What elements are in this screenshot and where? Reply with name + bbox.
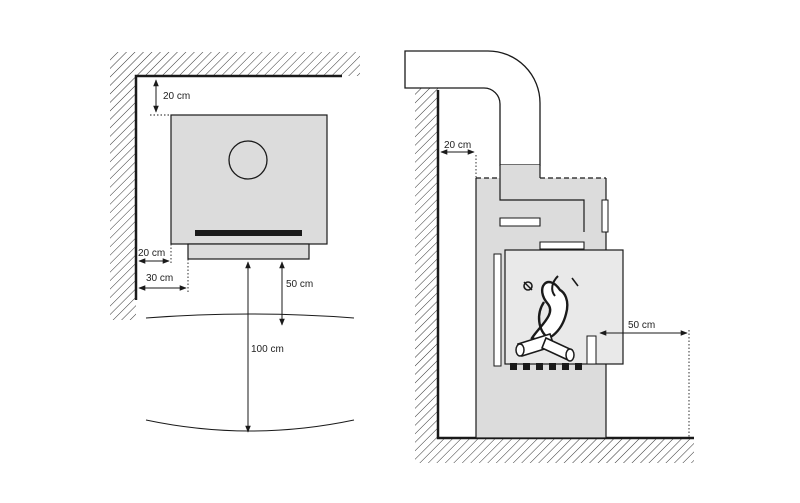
top-view-wall-edge xyxy=(134,74,342,300)
top-view-door-bar xyxy=(195,230,302,236)
top-view-back-label: 20 cm xyxy=(163,91,190,102)
side-view-baffle-right xyxy=(601,199,609,233)
side-view-flue-channel xyxy=(500,165,540,200)
top-view-side-inner-label: 20 cm xyxy=(138,248,165,259)
side-view-wall-edge xyxy=(436,90,694,440)
flame-icon xyxy=(523,275,579,342)
side-view-flue-channel-lines xyxy=(499,165,585,232)
top-view-flue-circle xyxy=(228,140,268,180)
top-view-front-near-label: 50 cm xyxy=(286,279,313,290)
side-view-door-handle xyxy=(586,335,597,365)
top-view-hearth-plate xyxy=(187,243,310,260)
top-view: 20 cm 20 cm 30 cm 50 cm 100 cm xyxy=(110,52,360,433)
logs-icon xyxy=(515,333,575,362)
top-view-arc-far xyxy=(145,419,355,432)
side-view-baffles xyxy=(499,217,585,250)
top-view-side-outer-label: 30 cm xyxy=(146,273,173,284)
side-view-firebox-back xyxy=(493,253,502,367)
top-view-front-far-label: 100 cm xyxy=(251,344,284,355)
side-view: 20 cm 50 cm xyxy=(404,50,694,463)
side-view-flue-pipe xyxy=(404,50,541,166)
side-view-grate xyxy=(510,363,582,370)
top-view-arc-near xyxy=(145,313,355,319)
side-view-front-label: 50 cm xyxy=(628,320,655,331)
side-view-back-label: 20 cm xyxy=(444,140,471,151)
